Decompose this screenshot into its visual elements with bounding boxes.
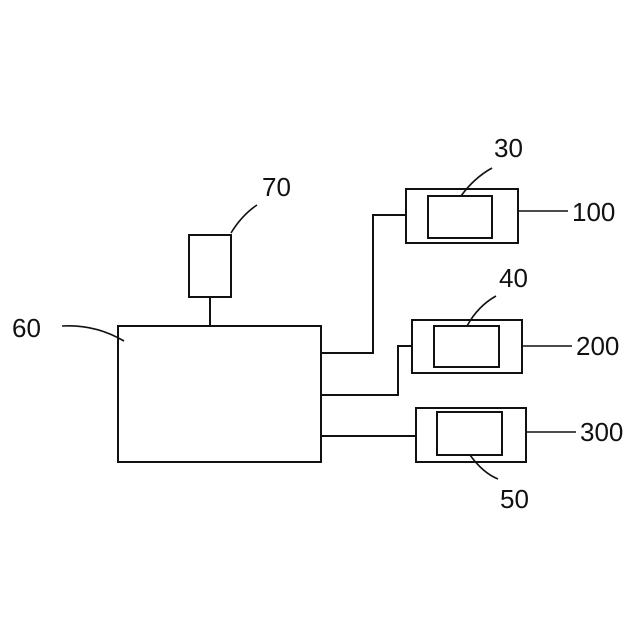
label-200: 200 — [576, 331, 619, 361]
leader-50 — [470, 455, 498, 479]
label-60: 60 — [12, 313, 41, 343]
inner-40-box — [434, 326, 499, 367]
label-300: 300 — [580, 417, 623, 447]
label-40: 40 — [499, 263, 528, 293]
leader-60 — [62, 326, 124, 341]
main-unit-box — [118, 326, 321, 462]
leader-40 — [467, 296, 496, 326]
leader-30 — [461, 168, 492, 196]
device-100-box — [406, 189, 518, 243]
top-unit-box — [189, 235, 231, 297]
leader-70 — [231, 205, 257, 233]
device-200-box — [412, 320, 522, 373]
label-70: 70 — [262, 172, 291, 202]
label-50: 50 — [500, 484, 529, 514]
label-100: 100 — [572, 197, 615, 227]
inner-30-box — [428, 196, 492, 238]
wire-to-device-100 — [321, 215, 406, 353]
label-30: 30 — [494, 133, 523, 163]
device-300-box — [416, 408, 526, 462]
inner-50-box — [437, 412, 502, 455]
